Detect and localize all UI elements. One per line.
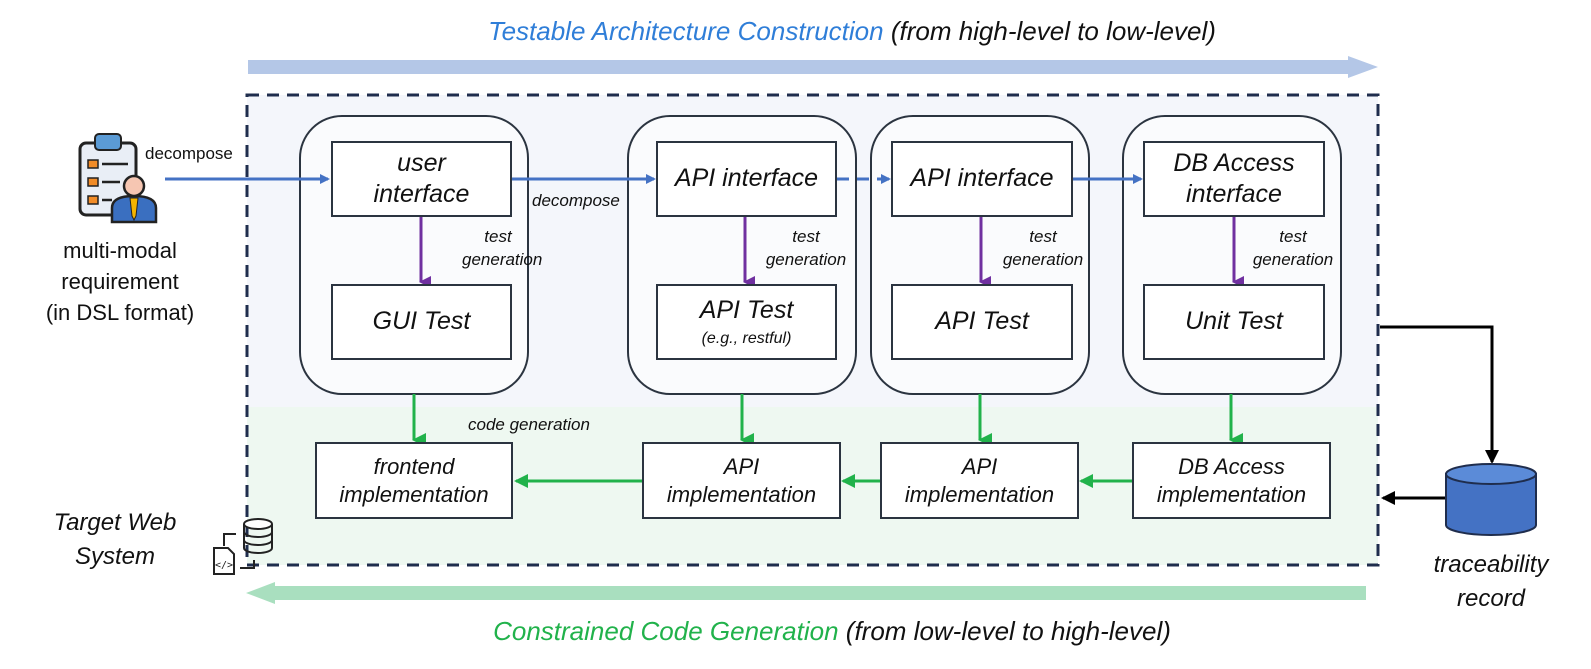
test-gen-word: test bbox=[1279, 227, 1307, 246]
bottom-title-rest: (from low-level to high-level) bbox=[845, 616, 1171, 646]
api-interface-box-1: API interface bbox=[656, 141, 837, 217]
top-title-colored: Testable Architecture Construction bbox=[488, 16, 884, 46]
top-banner-title: Testable Architecture Construction (from… bbox=[0, 16, 1591, 47]
bottom-title-colored: Constrained Code Generation bbox=[493, 616, 839, 646]
generation-word: generation bbox=[462, 249, 543, 269]
requirement-line-1: multi-modal bbox=[63, 238, 177, 263]
traceability-line: traceability bbox=[1433, 551, 1549, 578]
impl-line: implementation bbox=[339, 481, 489, 507]
gui-test-box: GUI Test bbox=[331, 284, 512, 360]
test-generation-label-1: test generation bbox=[462, 226, 543, 272]
test-label: API Test bbox=[699, 296, 794, 325]
api-test-box-1: API Test (e.g., restful) bbox=[656, 284, 837, 360]
api-test-box-2: API Test bbox=[891, 284, 1073, 360]
target-web-system-label: Target Web System bbox=[50, 506, 180, 573]
test-gen-word: test bbox=[484, 227, 512, 246]
interface-line: API interface bbox=[910, 164, 1054, 193]
impl-line: API bbox=[723, 454, 760, 479]
generation-word: generation bbox=[765, 249, 847, 269]
top-band-arrow bbox=[248, 56, 1378, 78]
test-generation-label-3: test generation bbox=[997, 226, 1089, 272]
test-gen-word: test bbox=[1029, 227, 1057, 246]
target-line: Target Web bbox=[53, 509, 177, 536]
requirement-line-2: requirement bbox=[61, 268, 179, 294]
interface-line: interface bbox=[373, 180, 470, 208]
api-implementation-box-2: API implementation bbox=[880, 442, 1079, 519]
decompose-label-mid: decompose bbox=[532, 191, 620, 210]
api-interface-box-2: API interface bbox=[891, 141, 1073, 217]
svg-text:</>: </> bbox=[215, 560, 233, 571]
interface-line: user bbox=[397, 148, 446, 177]
bottom-banner-title: Constrained Code Generation (from low-le… bbox=[0, 616, 1591, 647]
database-cylinder-icon bbox=[1445, 463, 1537, 536]
top-title-rest: (from high-level to low-level) bbox=[890, 16, 1216, 46]
impl-line: implementation bbox=[1156, 481, 1307, 507]
interface-line: interface bbox=[1186, 180, 1282, 208]
test-sublabel: (e.g., restful) bbox=[701, 329, 792, 347]
interface-line: API interface bbox=[674, 164, 819, 193]
requirement-caption: multi-modal requirement (in DSL format) bbox=[20, 236, 220, 328]
bottom-band-arrow bbox=[246, 582, 1366, 604]
test-gen-word: test bbox=[792, 227, 820, 246]
traceability-line: record bbox=[1456, 584, 1526, 612]
test-label: API Test bbox=[935, 307, 1029, 336]
impl-line: DB Access bbox=[1178, 454, 1285, 479]
generation-word: generation bbox=[1002, 249, 1084, 269]
traceability-in-arrow bbox=[1380, 325, 1499, 464]
requirement-line-3: (in DSL format) bbox=[45, 299, 195, 325]
frontend-implementation-box: frontend implementation bbox=[315, 442, 513, 519]
test-generation-label-4: test generation bbox=[1247, 226, 1339, 272]
impl-line: implementation bbox=[666, 481, 817, 507]
impl-line: implementation bbox=[904, 481, 1055, 507]
unit-test-box: Unit Test bbox=[1143, 284, 1325, 360]
traceability-record-label: traceability record bbox=[1406, 548, 1576, 615]
api-implementation-box-1: API implementation bbox=[642, 442, 841, 519]
impl-line: frontend bbox=[373, 454, 455, 479]
test-label: GUI Test bbox=[372, 307, 471, 336]
interface-line: DB Access bbox=[1173, 148, 1295, 177]
decompose-label-left: decompose bbox=[145, 144, 233, 163]
test-label: Unit Test bbox=[1185, 307, 1283, 336]
user-interface-box: user interface bbox=[331, 141, 512, 217]
web-system-icon: </> bbox=[213, 518, 273, 575]
requirement-clipboard-icon bbox=[78, 133, 158, 224]
target-line: System bbox=[74, 542, 155, 570]
generation-word: generation bbox=[1252, 249, 1334, 269]
code-generation-label: code generation bbox=[468, 415, 590, 434]
impl-line: API bbox=[961, 454, 998, 479]
db-access-implementation-box: DB Access implementation bbox=[1132, 442, 1331, 519]
test-generation-label-2: test generation bbox=[760, 226, 852, 272]
dashed-border bbox=[245, 93, 1380, 567]
db-access-interface-box: DB Access interface bbox=[1143, 141, 1325, 217]
